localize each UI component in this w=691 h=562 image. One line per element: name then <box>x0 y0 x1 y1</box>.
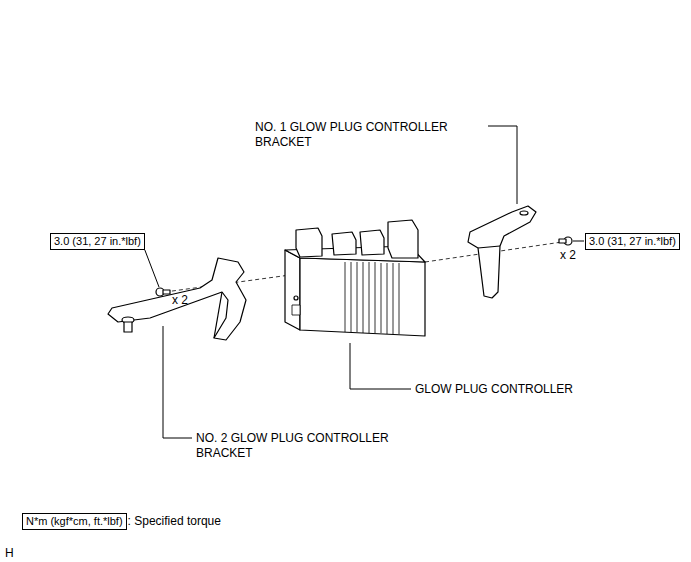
torque-box: 3.0 (31, 27 in.*lbf) <box>50 233 145 250</box>
figure-code: H <box>5 546 14 561</box>
leader-line <box>350 343 411 389</box>
torque-value: 3.0 (31, 27 in.*lbf) <box>54 235 141 247</box>
bolt <box>156 288 170 296</box>
bracket-2-edge <box>214 292 222 338</box>
stud-bolt <box>124 322 132 332</box>
connector <box>388 220 418 258</box>
part-name: NO. 1 GLOW PLUG CONTROLLER BRACKET <box>255 120 465 150</box>
part-name: NO. 2 GLOW PLUG CONTROLLER BRACKET <box>196 431 421 461</box>
leader-line <box>145 250 159 287</box>
leader-line <box>163 326 192 438</box>
quantity: x 2 <box>560 248 576 263</box>
controller-front <box>300 258 425 336</box>
bolt <box>559 237 572 245</box>
connector <box>332 232 356 255</box>
connector <box>296 228 322 257</box>
torque-value: N*m (kgf*cm, ft.*lbf) <box>26 515 123 527</box>
torque-box: 3.0 (31, 27 in.*lbf) <box>585 233 680 250</box>
legend-box: N*m (kgf*cm, ft.*lbf) <box>22 513 127 530</box>
part-name: GLOW PLUG CONTROLLER <box>415 382 573 397</box>
controller-side <box>285 250 300 330</box>
legend-text: : Specified torque <box>128 514 221 529</box>
connector <box>360 230 384 255</box>
bracket-2 <box>108 258 246 340</box>
bracket-1 <box>468 206 536 298</box>
torque-value: 3.0 (31, 27 in.*lbf) <box>589 235 676 247</box>
quantity: x 2 <box>172 293 188 308</box>
leader-line <box>573 241 584 242</box>
leader-line <box>488 126 517 204</box>
